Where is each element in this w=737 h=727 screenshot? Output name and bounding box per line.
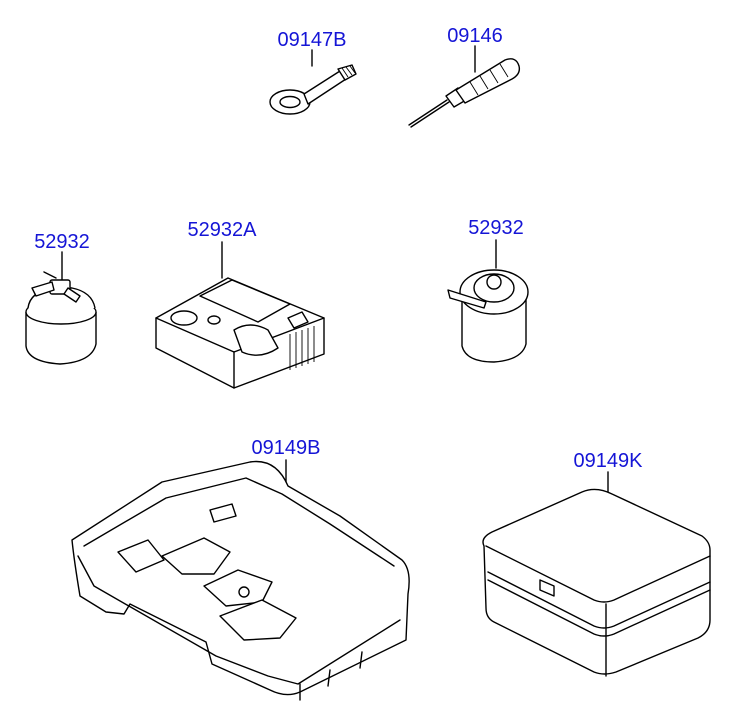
tool-tray-icon[interactable] — [71, 460, 410, 701]
leader-lines — [61, 45, 609, 499]
part-number-label[interactable]: 09149K — [573, 450, 643, 472]
tool-case-icon[interactable] — [482, 488, 711, 677]
part-number-label[interactable]: 52932 — [468, 217, 524, 239]
air-compressor-icon[interactable] — [155, 277, 325, 389]
towing-hook-icon[interactable] — [269, 64, 357, 115]
part-number-label[interactable]: 52932 — [34, 231, 90, 253]
part-number-label[interactable]: 09147B — [277, 29, 347, 51]
screwdriver-icon[interactable] — [408, 58, 521, 128]
sealant-canister-icon[interactable] — [447, 269, 529, 363]
part-number-label[interactable]: 52932A — [187, 219, 257, 241]
part-number-label[interactable]: 09149B — [251, 437, 321, 459]
sealant-bottle-icon[interactable] — [25, 271, 97, 365]
part-number-label[interactable]: 09146 — [447, 25, 503, 47]
